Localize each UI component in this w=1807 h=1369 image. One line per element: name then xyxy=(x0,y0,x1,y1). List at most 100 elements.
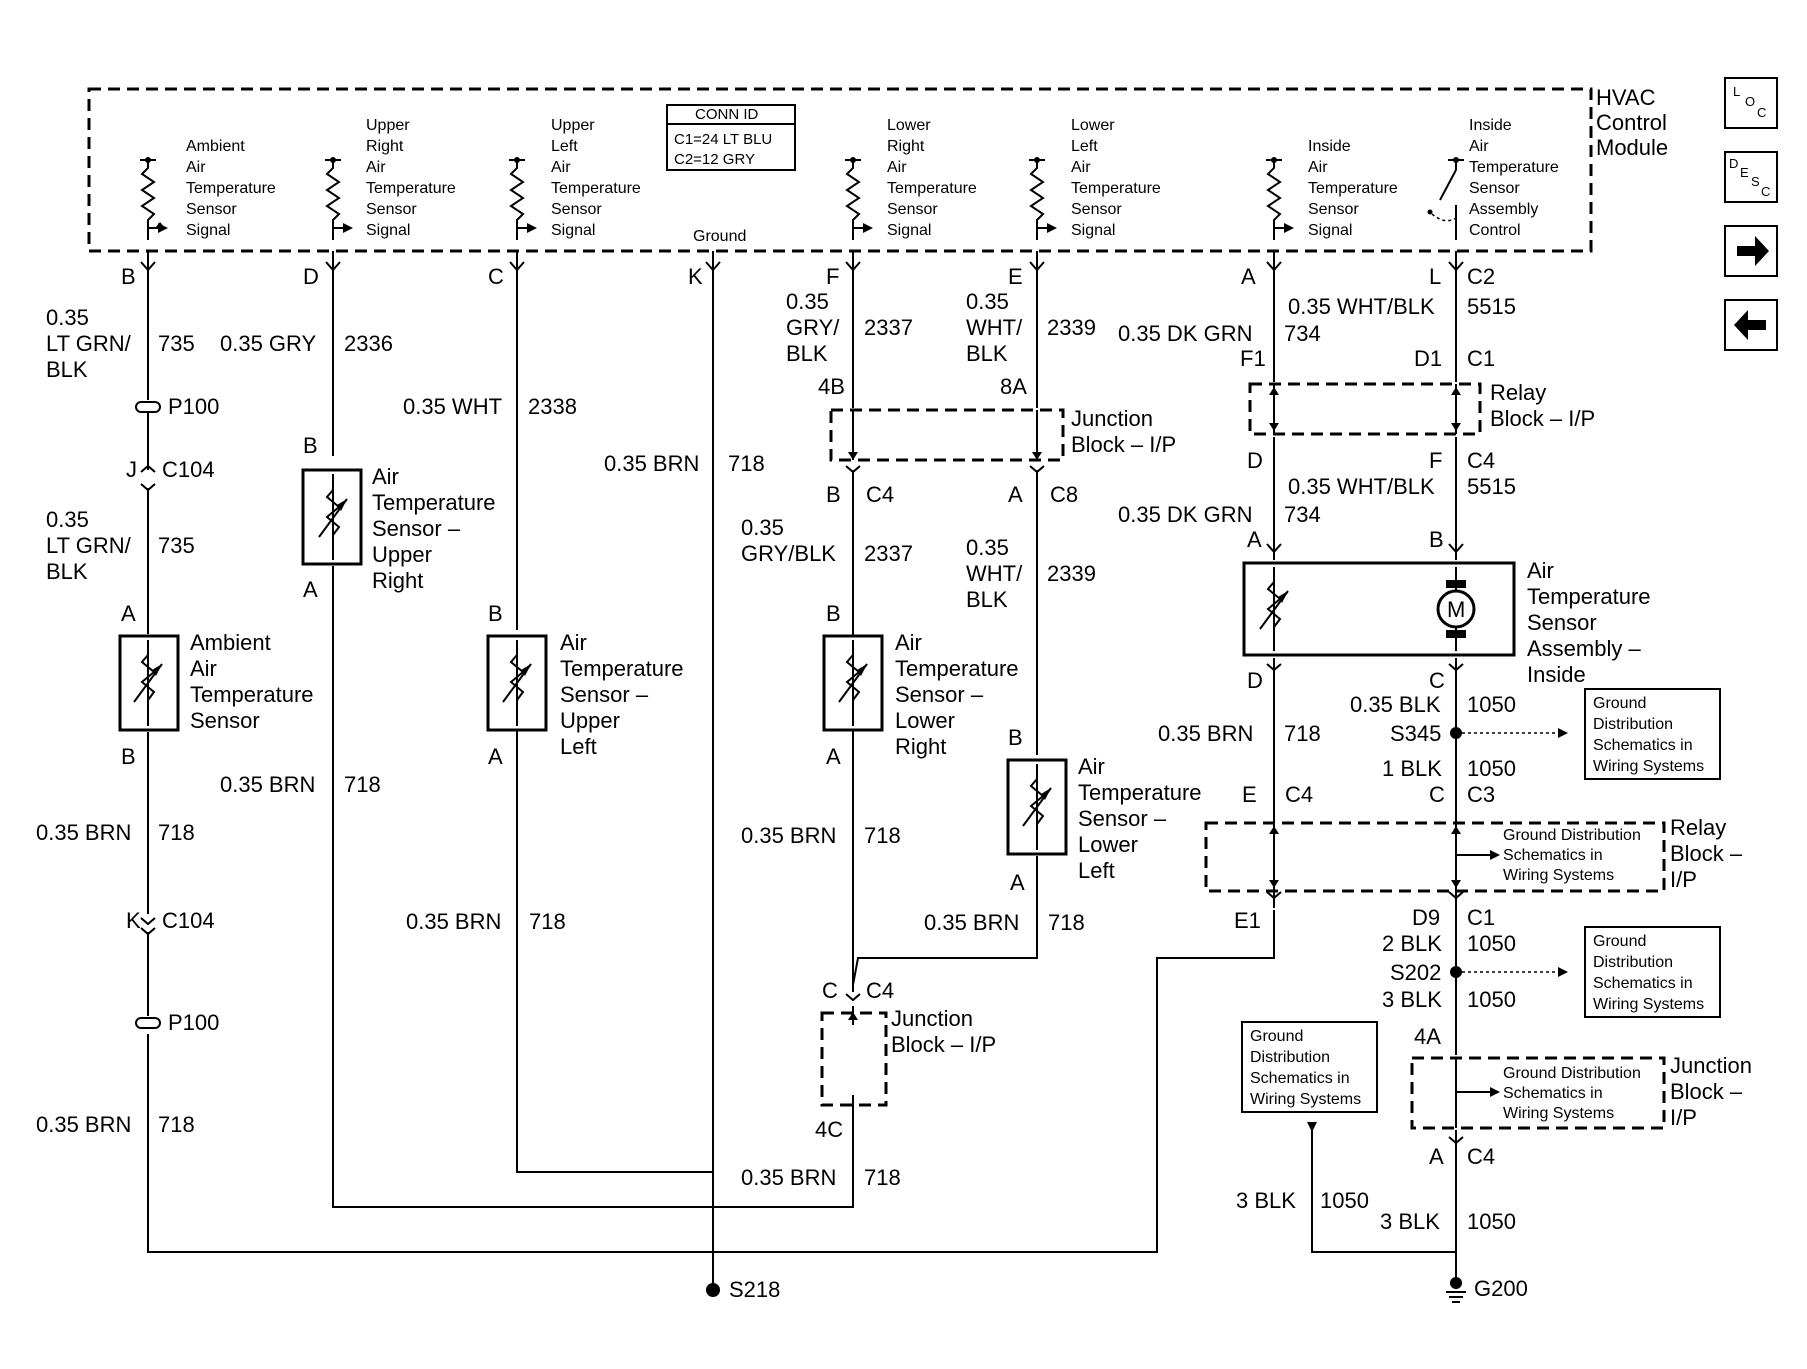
svg-text:E1: E1 xyxy=(1234,908,1261,933)
svg-text:A: A xyxy=(1429,1144,1444,1169)
svg-text:S345: S345 xyxy=(1390,721,1441,746)
svg-text:A: A xyxy=(488,744,503,769)
svg-text:4C: 4C xyxy=(815,1117,843,1142)
svg-text:734: 734 xyxy=(1284,321,1321,346)
conn-id-table: CONN ID C1=24 LT BLU C2=12 GRY xyxy=(666,104,796,171)
svg-text:M: M xyxy=(1447,597,1465,622)
svg-text:C2=12 GRY: C2=12 GRY xyxy=(674,151,755,168)
svg-text:WHT/: WHT/ xyxy=(966,561,1023,586)
svg-text:D: D xyxy=(1247,448,1263,473)
svg-text:0.35 BRN: 0.35 BRN xyxy=(1158,721,1253,746)
svg-text:A: A xyxy=(1010,870,1025,895)
svg-text:C1: C1 xyxy=(1467,905,1495,930)
relay-block-ip-bottom: Ground Distribution Schematics in Wiring… xyxy=(1204,815,1743,893)
svg-text:E: E xyxy=(1242,782,1257,807)
svg-text:0.35 GRY: 0.35 GRY xyxy=(220,331,317,356)
svg-text:Ground Distribution: Ground Distribution xyxy=(1503,1065,1641,1082)
svg-text:Air: Air xyxy=(366,159,386,176)
hvac-module-outline xyxy=(87,87,1593,253)
svg-text:Assembly –: Assembly – xyxy=(1527,636,1641,661)
svg-text:D: D xyxy=(303,264,319,289)
svg-text:Lower: Lower xyxy=(895,708,955,733)
svg-text:718: 718 xyxy=(864,1165,901,1190)
svg-text:P100: P100 xyxy=(168,394,219,419)
relay-block-ip-top: Relay Block – I/P xyxy=(1248,380,1595,436)
module-labels: Ambient Air Temperature Sensor Signal Up… xyxy=(186,117,1559,245)
svg-text:Air: Air xyxy=(1078,754,1105,779)
svg-text:0.35 BRN: 0.35 BRN xyxy=(406,909,501,934)
svg-text:Lower: Lower xyxy=(887,117,931,134)
svg-text:734: 734 xyxy=(1284,502,1321,527)
svg-text:C1=24 LT BLU: C1=24 LT BLU xyxy=(674,131,772,148)
loc-icon[interactable]: LOC xyxy=(1724,77,1778,129)
svg-text:Left: Left xyxy=(1071,138,1098,155)
svg-text:C: C xyxy=(1429,668,1445,693)
svg-text:718: 718 xyxy=(1048,910,1085,935)
connector-chevrons xyxy=(140,261,1464,1145)
splice-p100-top: P100 xyxy=(135,394,219,419)
arrow-left-icon[interactable] xyxy=(1724,299,1778,351)
svg-text:Temperature: Temperature xyxy=(1469,159,1559,176)
svg-text:C4: C4 xyxy=(1285,782,1313,807)
svg-text:Distribution: Distribution xyxy=(1593,954,1673,971)
svg-text:Temperature: Temperature xyxy=(1308,180,1398,197)
svg-text:WHT/: WHT/ xyxy=(966,315,1023,340)
svg-text:D: D xyxy=(1729,156,1738,171)
svg-text:0.35 DK GRN: 0.35 DK GRN xyxy=(1118,502,1253,527)
svg-text:BLK: BLK xyxy=(46,559,88,584)
svg-text:L: L xyxy=(1733,84,1740,99)
svg-text:Block –: Block – xyxy=(1670,841,1743,866)
svg-text:B: B xyxy=(121,264,136,289)
svg-text:Air: Air xyxy=(895,630,922,655)
svg-text:Schematics in: Schematics in xyxy=(1593,975,1693,992)
svg-text:Block –: Block – xyxy=(1670,1079,1743,1104)
svg-text:0.35: 0.35 xyxy=(966,289,1009,314)
svg-text:718: 718 xyxy=(158,820,195,845)
svg-text:BLK: BLK xyxy=(966,341,1008,366)
svg-text:3 BLK: 3 BLK xyxy=(1382,987,1442,1012)
svg-text:Air: Air xyxy=(1469,138,1489,155)
svg-text:Right: Right xyxy=(895,734,946,759)
svg-text:Wiring Systems: Wiring Systems xyxy=(1593,758,1704,775)
arrow-right-icon[interactable] xyxy=(1724,225,1778,277)
svg-text:Left: Left xyxy=(551,138,578,155)
svg-text:718: 718 xyxy=(864,823,901,848)
module-internal-resistors xyxy=(140,157,1464,240)
svg-text:Ground: Ground xyxy=(1593,933,1646,950)
ground-ref-box-g200[interactable]: Ground Distribution Schematics in Wiring… xyxy=(1241,1021,1378,1113)
svg-text:2339: 2339 xyxy=(1047,561,1096,586)
svg-text:0.35 BRN: 0.35 BRN xyxy=(924,910,1019,935)
wire-labels: 0.35 LT GRN/ BLK 735 0.35 LT GRN/ BLK 73… xyxy=(36,289,1516,1234)
svg-text:Wiring Systems: Wiring Systems xyxy=(1503,867,1614,884)
svg-text:0.35: 0.35 xyxy=(741,515,784,540)
svg-text:0.35: 0.35 xyxy=(966,535,1009,560)
junction-block-ip-right: Ground Distribution Schematics in Wiring… xyxy=(1410,1053,1752,1130)
svg-text:K: K xyxy=(688,264,703,289)
svg-text:1050: 1050 xyxy=(1467,987,1516,1012)
svg-text:Wiring Systems: Wiring Systems xyxy=(1593,996,1704,1013)
svg-text:C4: C4 xyxy=(1467,1144,1495,1169)
svg-text:I/P: I/P xyxy=(1670,867,1697,892)
ambient-air-temperature-sensor: Ambient Air Temperature Sensor xyxy=(118,630,314,733)
svg-text:LT GRN/: LT GRN/ xyxy=(46,533,132,558)
air-temperature-sensor-upper-right: Air Temperature Sensor – Upper Right xyxy=(301,464,496,593)
svg-text:Ambient: Ambient xyxy=(186,138,245,155)
svg-text:Junction: Junction xyxy=(1071,406,1153,431)
svg-text:E: E xyxy=(1008,264,1023,289)
svg-text:Schematics in: Schematics in xyxy=(1593,737,1693,754)
air-temperature-sensor-lower-left: Air Temperature Sensor – Lower Left xyxy=(1006,754,1202,883)
svg-text:I/P: I/P xyxy=(1670,1105,1697,1130)
svg-text:718: 718 xyxy=(344,772,381,797)
svg-text:735: 735 xyxy=(158,331,195,356)
svg-text:Sensor: Sensor xyxy=(1071,201,1122,218)
svg-text:BLK: BLK xyxy=(966,587,1008,612)
ground-ref-box-s202[interactable]: Ground Distribution Schematics in Wiring… xyxy=(1584,926,1721,1018)
svg-text:Sensor: Sensor xyxy=(1527,610,1597,635)
svg-text:Left: Left xyxy=(1078,858,1115,883)
svg-text:S202: S202 xyxy=(1390,960,1441,985)
svg-text:2337: 2337 xyxy=(864,315,913,340)
ground-ref-box-s345[interactable]: Ground Distribution Schematics in Wiring… xyxy=(1584,688,1721,780)
svg-text:A: A xyxy=(303,577,318,602)
